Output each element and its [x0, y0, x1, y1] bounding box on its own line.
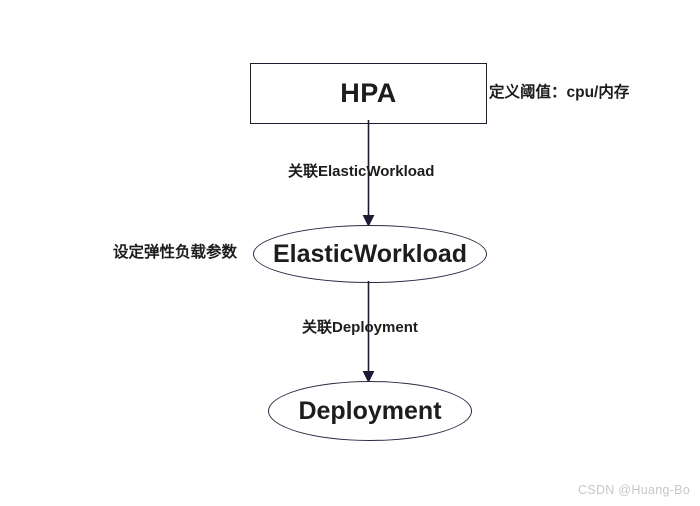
annotation-elasticworkload-params: 设定弹性负载参数: [113, 244, 238, 261]
edge-label-hpa-to-elasticworkload: 关联ElasticWorkload: [288, 163, 435, 180]
node-deployment[interactable]: Deployment: [268, 381, 472, 441]
node-hpa-label: HPA: [340, 78, 397, 108]
edge-label-elasticworkload-to-deployment: 关联Deployment: [302, 319, 418, 336]
connector-hpa-to-elasticworkload: [362, 120, 375, 227]
node-deployment-label: Deployment: [298, 396, 442, 425]
annotation-hpa-threshold: 定义阈值：cpu/内存: [489, 84, 630, 101]
node-hpa[interactable]: HPA: [250, 63, 487, 124]
node-elasticworkload-label: ElasticWorkload: [272, 239, 468, 268]
connector-elasticworkload-to-deployment: [362, 281, 375, 383]
watermark: CSDN @Huang-Bo: [578, 483, 691, 497]
node-elasticworkload[interactable]: ElasticWorkload: [253, 225, 487, 283]
